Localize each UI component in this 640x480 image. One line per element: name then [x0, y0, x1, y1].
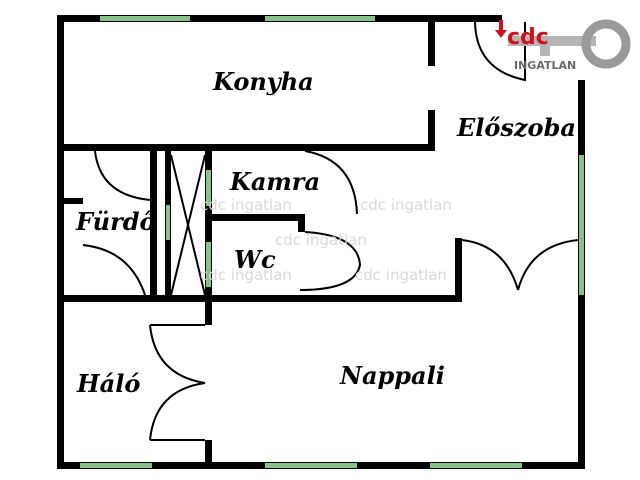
wall-hall-living [298, 295, 458, 302]
shaft-vent-3 [166, 205, 170, 240]
wall-kamra-wc-stub [298, 214, 305, 232]
window-bottom-2 [265, 463, 357, 468]
wall-wc-bottom [212, 295, 300, 302]
cdc-logo: cdc INGATLAN [495, 19, 631, 72]
shaft-diagonal-2 [170, 154, 206, 296]
wall-shaft-right [205, 151, 212, 301]
door-living-right [517, 239, 579, 291]
windows [80, 16, 584, 468]
logo-key-ring [581, 19, 631, 69]
window-bottom-3 [430, 463, 522, 468]
wall-bath-right [150, 151, 157, 301]
door-entrance [474, 21, 526, 82]
shaft-cross [166, 154, 211, 296]
window-right [579, 155, 584, 295]
door-bathroom-upper [94, 150, 151, 201]
room-label-nappali: Nappali [339, 361, 445, 390]
wall-kitchen-bottom [57, 144, 435, 151]
window-top-2 [265, 16, 375, 21]
watermark-text: cdc ingatlan [360, 196, 452, 214]
door-living-left [461, 239, 519, 291]
wall-hall-living-stub [455, 238, 462, 302]
room-label-kamra: Kamra [229, 167, 320, 196]
watermark-text: cdc ingatlan [200, 196, 292, 214]
logo-brand: cdc [507, 25, 549, 50]
room-label-furdo: Fürdő [75, 207, 156, 236]
door-bathroom-lower [82, 244, 146, 296]
logo-key-ring-inner [600, 38, 612, 50]
wall-bedroom-top [57, 295, 64, 469]
wall-kamra-wc [212, 214, 302, 221]
logo-key-shaft [508, 36, 596, 46]
room-label-wc: Wc [234, 245, 276, 274]
door-bedroom-lower [149, 382, 206, 441]
shaft-vent-1 [206, 170, 211, 206]
shaft-vent-2 [206, 242, 211, 287]
door-kamra [304, 150, 358, 215]
wall-left [57, 15, 64, 469]
door-bedroom-upper [149, 324, 206, 384]
doors [82, 21, 579, 441]
wall-entrance-lower [428, 110, 435, 151]
wall-bath-bottom [57, 295, 212, 302]
logo-arrow-icon [495, 20, 507, 38]
watermark-text: cdc ingatlan [275, 231, 367, 249]
wall-bedroom-right-upper [205, 295, 212, 325]
wall-entrance-upper [428, 22, 435, 66]
room-label-konyha: Konyha [212, 67, 314, 96]
logo-key-bit [540, 46, 550, 56]
room-labels: Konyha Előszoba Kamra Fürdő Wc Háló Napp… [75, 67, 576, 398]
wall-bedroom-right-lower [205, 440, 212, 469]
wall-bath-door-stub [57, 198, 83, 204]
logo-subtitle: INGATLAN [514, 59, 576, 72]
door-wc [299, 231, 362, 291]
room-label-eloszoba: Előszoba [456, 113, 576, 142]
room-label-halo: Háló [76, 369, 140, 398]
watermark-text: cdc ingatlan [355, 266, 447, 284]
window-bottom-1 [80, 463, 152, 468]
watermark-text: cdc ingatlan [200, 266, 292, 284]
watermarks: cdc ingatlan cdc ingatlan cdc ingatlan c… [200, 196, 452, 284]
window-top-1 [100, 16, 190, 21]
